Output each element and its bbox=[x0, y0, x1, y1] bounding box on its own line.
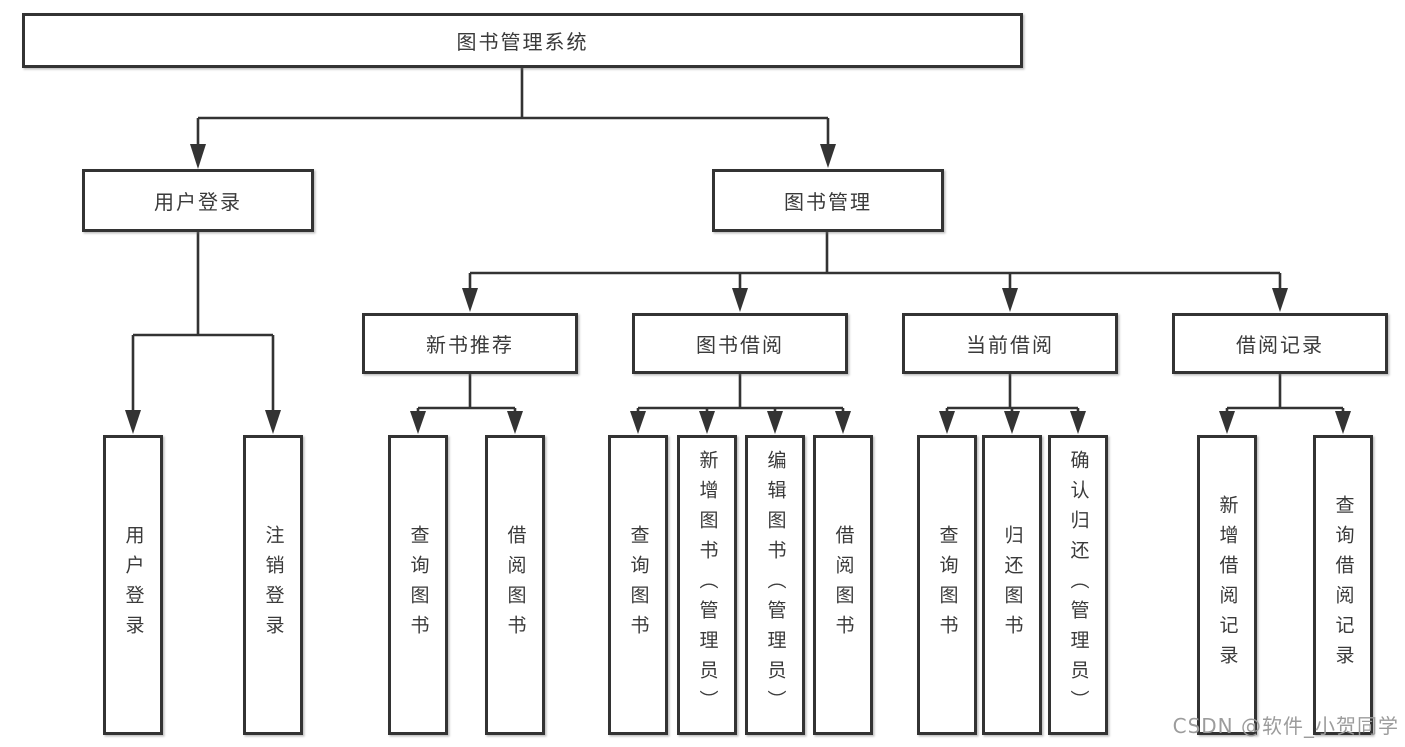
node-label: 当前借阅 bbox=[966, 333, 1054, 357]
node-label: 确认归还（管理员） bbox=[1067, 450, 1090, 720]
connector-user-login-children bbox=[125, 232, 281, 434]
node-leaf-confirm-return-admin: 确认归还（管理员） bbox=[1048, 435, 1108, 735]
node-current-borrow: 当前借阅 bbox=[902, 313, 1118, 374]
node-book-borrow: 图书借阅 bbox=[632, 313, 848, 374]
connector-book-management-children bbox=[462, 232, 1288, 312]
node-label: 图书管理系统 bbox=[456, 30, 589, 54]
node-leaf-borrow-books: 借阅图书 bbox=[813, 435, 873, 735]
node-label: 借阅图书 bbox=[832, 525, 855, 645]
node-leaf-add-borrow-record: 新增借阅记录 bbox=[1197, 435, 1257, 735]
node-label: 注销登录 bbox=[262, 525, 285, 645]
node-label: 借阅记录 bbox=[1236, 333, 1324, 357]
node-leaf-edit-books-admin: 编辑图书（管理员） bbox=[745, 435, 805, 735]
node-label: 图书借阅 bbox=[696, 333, 784, 357]
node-label: 新增图书（管理员） bbox=[696, 450, 719, 720]
node-leaf-borrow-books-recommend: 借阅图书 bbox=[485, 435, 545, 735]
node-label: 查询图书 bbox=[407, 525, 430, 645]
node-book-management: 图书管理 bbox=[712, 169, 944, 232]
node-leaf-user-login: 用户登录 bbox=[103, 435, 163, 735]
node-leaf-add-books-admin: 新增图书（管理员） bbox=[677, 435, 737, 735]
node-label: 用户登录 bbox=[122, 525, 145, 645]
node-label: 编辑图书（管理员） bbox=[764, 450, 787, 720]
node-borrow-records: 借阅记录 bbox=[1172, 313, 1388, 374]
connector-book-borrow-children bbox=[630, 374, 851, 434]
node-label: 借阅图书 bbox=[504, 525, 527, 645]
node-label: 用户登录 bbox=[154, 190, 242, 214]
node-leaf-logout: 注销登录 bbox=[243, 435, 303, 735]
connector-current-borrow-children bbox=[939, 374, 1086, 434]
connector-borrow-records-children bbox=[1219, 374, 1351, 434]
node-label: 查询图书 bbox=[936, 525, 959, 645]
node-label: 新书推荐 bbox=[426, 333, 514, 357]
node-leaf-query-books-current: 查询图书 bbox=[917, 435, 977, 735]
csdn-watermark: CSDN @软件_小贺同学 bbox=[1172, 714, 1399, 738]
node-user-login: 用户登录 bbox=[82, 169, 314, 232]
connector-root-to-level2 bbox=[190, 68, 836, 169]
node-label: 图书管理 bbox=[784, 190, 872, 214]
node-library-system: 图书管理系统 bbox=[22, 13, 1023, 68]
node-label: 查询图书 bbox=[627, 525, 650, 645]
connector-new-book-recommend-children bbox=[410, 374, 523, 434]
node-label: 新增借阅记录 bbox=[1216, 495, 1239, 675]
node-label: 归还图书 bbox=[1001, 525, 1024, 645]
node-leaf-query-books-borrow: 查询图书 bbox=[608, 435, 668, 735]
node-label: 查询借阅记录 bbox=[1332, 495, 1355, 675]
node-new-book-recommend: 新书推荐 bbox=[362, 313, 578, 374]
node-leaf-return-books: 归还图书 bbox=[982, 435, 1042, 735]
node-leaf-query-borrow-record: 查询借阅记录 bbox=[1313, 435, 1373, 735]
node-leaf-query-books-recommend: 查询图书 bbox=[388, 435, 448, 735]
